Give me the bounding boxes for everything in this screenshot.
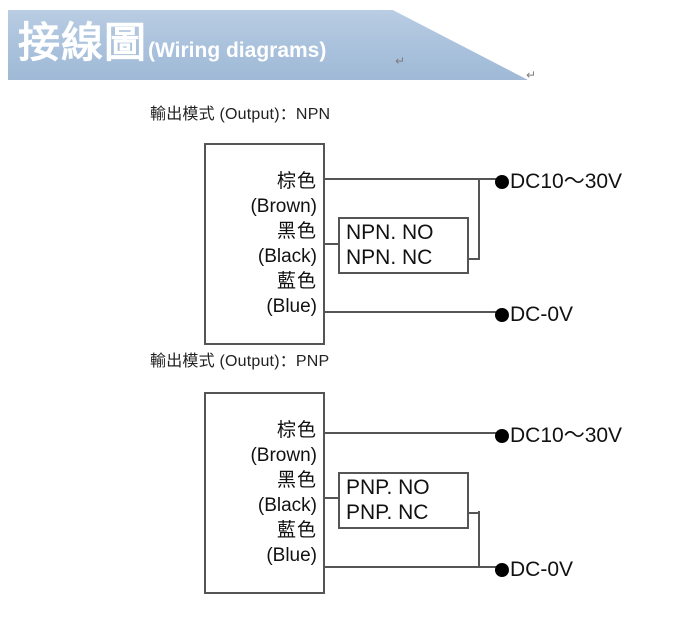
wire-label-brown-cjk: 棕色 xyxy=(276,171,317,192)
terminal-label-zero-npn: DC-0V xyxy=(510,303,574,326)
wire-label-black-cjk: 黑色 xyxy=(276,221,317,242)
wire-label-blue-en: (Blue) xyxy=(266,296,317,317)
switch-label-nc-pnp: PNP. NC xyxy=(346,501,429,524)
terminal-dot-icon xyxy=(495,307,509,322)
sensor-body-box-npn: 棕色 (Brown) 黑色 (Black) 藍色 (Blue) xyxy=(204,143,325,345)
wire-label-black-cjk: 黑色 xyxy=(276,470,317,491)
wire-label-brown-pnp: 棕色 (Brown) xyxy=(250,418,317,468)
wire-label-brown-npn: 棕色 (Brown) xyxy=(250,169,317,219)
terminal-label-supply-npn: DC10～30V xyxy=(510,170,623,193)
page-title-english: (Wiring diagrams) xyxy=(148,39,327,62)
paragraph-mark-icon: ↵ xyxy=(395,54,406,68)
switch-label-no-pnp: PNP. NO xyxy=(346,476,430,499)
wire-line-brown-npn xyxy=(324,178,502,180)
wire-label-blue-pnp: 藍色 (Blue) xyxy=(266,518,317,568)
wire-line-blue-npn xyxy=(324,311,502,313)
terminal-dc-zero-npn: DC-0V xyxy=(495,304,573,325)
switch-output-stub-npn xyxy=(467,258,480,260)
wire-label-brown-cjk: 棕色 xyxy=(276,420,317,441)
terminal-label-supply-pnp: DC10～30V xyxy=(510,424,623,447)
output-mode-label-npn: 輸出模式 (Output)：NPN xyxy=(150,106,331,123)
terminal-dot-icon xyxy=(495,428,509,443)
wire-label-blue-cjk: 藍色 xyxy=(276,520,317,541)
wire-drop-pnp xyxy=(478,511,480,568)
wiring-diagram-npn: 輸出模式 (Output)：NPN 棕色 (Brown) 黑色 (Black) … xyxy=(0,100,676,355)
terminal-dc-supply-npn: DC10～30V xyxy=(495,171,622,192)
wire-label-black-en: (Black) xyxy=(257,495,317,516)
terminal-dc-supply-pnp: DC10～30V xyxy=(495,425,622,446)
sensor-body-box-pnp: 棕色 (Brown) 黑色 (Black) 藍色 (Blue) xyxy=(204,392,325,594)
wire-line-black-npn xyxy=(324,243,340,245)
wire-label-black-npn: 黑色 (Black) xyxy=(258,219,317,269)
wire-label-blue-npn: 藍色 (Blue) xyxy=(266,269,317,319)
wire-label-black-en: (Black) xyxy=(257,246,317,267)
wire-riser-npn xyxy=(478,178,480,260)
paragraph-mark-icon: ↵ xyxy=(526,68,537,82)
terminal-dc-zero-pnp: DC-0V xyxy=(495,559,573,580)
output-switch-box-pnp: PNP. NO PNP. NC xyxy=(338,472,469,529)
wiring-diagram-pnp: 輸出模式 (Output)：PNP 棕色 (Brown) 黑色 (Black) … xyxy=(0,347,676,609)
wire-label-blue-en: (Blue) xyxy=(266,545,317,566)
page-header-banner: 接線圖 (Wiring diagrams) xyxy=(8,10,528,80)
switch-label-no-npn: NPN. NO xyxy=(346,221,434,244)
switch-label-nc-npn: NPN. NC xyxy=(346,246,433,269)
switch-output-stub-pnp xyxy=(467,512,480,514)
wire-line-blue-pnp xyxy=(324,566,502,568)
wire-label-blue-cjk: 藍色 xyxy=(276,271,317,292)
terminal-label-zero-pnp: DC-0V xyxy=(510,558,574,581)
wire-label-brown-en: (Brown) xyxy=(250,445,317,466)
wire-label-brown-en: (Brown) xyxy=(250,196,317,217)
terminal-dot-icon xyxy=(495,174,509,189)
wire-label-black-pnp: 黑色 (Black) xyxy=(258,468,317,518)
page-title-chinese: 接線圖 xyxy=(18,19,148,66)
output-switch-box-npn: NPN. NO NPN. NC xyxy=(338,217,469,274)
terminal-dot-icon xyxy=(495,562,509,577)
wire-line-black-pnp xyxy=(324,497,340,499)
output-mode-label-pnp: 輸出模式 (Output)：PNP xyxy=(150,353,330,370)
wire-line-brown-pnp xyxy=(324,432,502,434)
banner-title-group: 接線圖 (Wiring diagrams) xyxy=(18,12,326,82)
